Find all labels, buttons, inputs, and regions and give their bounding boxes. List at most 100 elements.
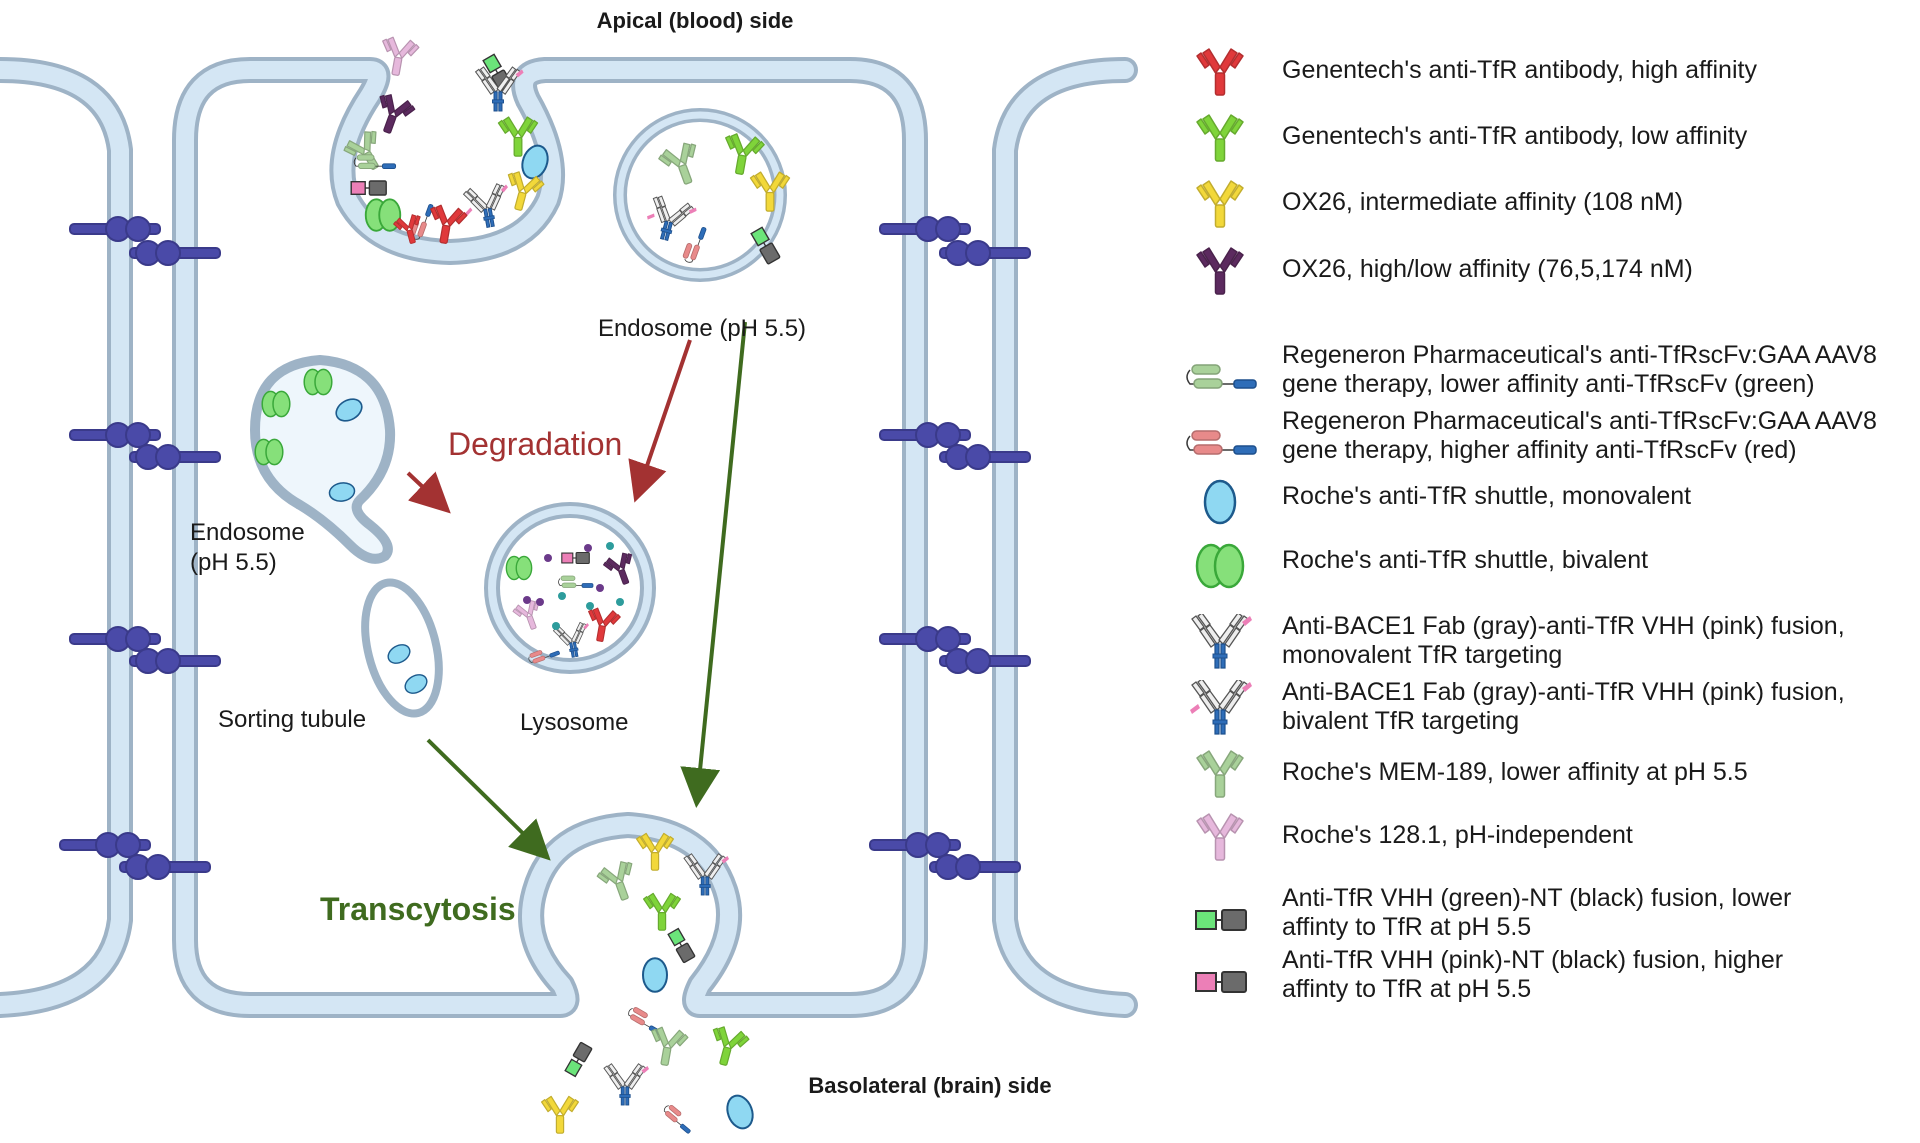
tight-junctions-right: [869, 216, 1031, 880]
shuttle-bivalent-icon: [303, 368, 333, 396]
shuttle-monovalent-icon: [1170, 468, 1270, 532]
tight-junctions-left: [59, 216, 221, 880]
legend-item-label: Roche's MEM-189, lower affinity at pH 5.…: [1282, 758, 1748, 787]
degradation-arrow-top: [628, 339, 692, 503]
shuttle-monovalent-icon: [521, 144, 549, 180]
scfv-red-icon: [1170, 409, 1270, 473]
scfv-red-icon: [663, 1104, 691, 1134]
legend-item-label-line: Regeneron Pharmaceutical's anti-TfRscFv:…: [1282, 407, 1877, 435]
legend-item-label: Regeneron Pharmaceutical's anti-TfRscFv:…: [1282, 341, 1877, 399]
shuttle-bivalent-icon: [254, 438, 284, 466]
shuttle-bivalent-icon: [261, 390, 291, 418]
legend-item-label-line: OX26, intermediate affinity (108 nM): [1282, 188, 1684, 216]
degradation-fragment: [552, 622, 560, 630]
junction-right-3: [879, 626, 1031, 674]
scfv-green-icon: [353, 154, 397, 170]
fab-vhh-monovalent-icon: [1170, 612, 1270, 678]
legend-item-label-line: Roche's anti-TfR shuttle, monovalent: [1282, 482, 1692, 510]
legend-item-label-line: Roche's 128.1, pH-independent: [1282, 821, 1633, 849]
antibody-yellow-icon: [749, 171, 791, 212]
legend-item-label: Roche's anti-TfR shuttle, monovalent: [1282, 482, 1691, 511]
legend-item-label: Genentech's anti-TfR antibody, high affi…: [1282, 56, 1757, 85]
endosome-top-label: Endosome (pH 5.5): [598, 315, 806, 342]
basolateral-label: Basolateral (brain) side: [808, 1073, 1051, 1098]
shuttle-monovalent-icon: [404, 674, 428, 694]
antibody-lightgreen-icon: [1170, 744, 1270, 808]
scfv-red-icon: [682, 227, 707, 263]
antibody-purple-icon: [603, 552, 633, 585]
shuttle-monovalent-icon: [335, 398, 363, 422]
legend-item-label-line: Roche's MEM-189, lower affinity at pH 5.…: [1282, 758, 1748, 786]
legend-item-label-line: Anti-BACE1 Fab (gray)-anti-TfR VHH (pink…: [1282, 612, 1845, 640]
antibody-purple-icon: [1170, 241, 1270, 305]
junction-left-3: [69, 626, 221, 674]
transcytosis-label: Transcytosis: [320, 891, 516, 927]
vhh-pink-nt-icon: [350, 180, 387, 196]
shuttle-monovalent-icon: [387, 644, 411, 664]
shuttle-bivalent-icon: [505, 555, 533, 581]
vhh-green-nt-icon: [667, 927, 696, 964]
antibody-green-icon: [712, 1026, 750, 1066]
endosome-cargo: [647, 133, 791, 265]
fab-vhh-bivalent-icon: [1170, 678, 1270, 744]
shuttle-bivalent-icon: [364, 198, 402, 232]
antibody-lightgreen-icon: [658, 142, 697, 185]
antibody-lightgreen-icon: [651, 1026, 689, 1066]
scfv-green-icon: [1170, 343, 1270, 407]
antibody-green-icon: [725, 133, 765, 175]
released-cargo: [540, 1007, 754, 1134]
antibody-yellow-icon: [635, 832, 675, 871]
vhh-pink-nt-icon: [561, 551, 590, 565]
sorting-tubule-cargo: [387, 644, 428, 694]
vhh-green-nt-icon: [564, 1041, 593, 1078]
antibody-lightpink-icon: [382, 36, 420, 76]
lysosome-cargo: [505, 542, 633, 664]
degradation-fragment: [544, 554, 552, 562]
legend-item-label-line: affinty to TfR at pH 5.5: [1282, 975, 1532, 1003]
legend-item-label: OX26, intermediate affinity (108 nM): [1282, 188, 1683, 217]
degradation-fragment: [616, 598, 624, 606]
legend-item-label-line: Anti-TfR VHH (pink)-NT (black) fusion, h…: [1282, 946, 1784, 974]
legend-item-label-line: Regeneron Pharmaceutical's anti-TfRscFv:…: [1282, 341, 1877, 369]
shuttle-bivalent-icon: [1170, 532, 1270, 596]
degradation-fragment: [586, 602, 594, 610]
basolateral-pit-cargo: [596, 832, 729, 993]
legend-item-label: Anti-BACE1 Fab (gray)-anti-TfR VHH (pink…: [1282, 678, 1845, 736]
antibody-red-icon: [1170, 42, 1270, 106]
junction-left-4: [59, 832, 211, 880]
left-neighbor-cell: [0, 57, 133, 1018]
legend-item-label-line: gene therapy, higher affinity anti-TfRsc…: [1282, 436, 1797, 464]
left-endosome-cargo: [254, 368, 363, 502]
legend-item-label-line: Genentech's anti-TfR antibody, low affin…: [1282, 122, 1748, 150]
antibody-purple-icon: [379, 94, 416, 134]
legend-item-label-line: gene therapy, lower affinity anti-TfRscF…: [1282, 370, 1815, 398]
sorting-tubule-label: Sorting tubule: [218, 706, 366, 733]
legend-item-label-line: Anti-TfR VHH (green)-NT (black) fusion, …: [1282, 884, 1792, 912]
fab-vhh-bivalent-icon: [462, 183, 508, 228]
antibody-yellow-icon: [1170, 174, 1270, 238]
endothelial-cell-membrane: [172, 57, 928, 1018]
legend-item-label-line: Genentech's anti-TfR antibody, high affi…: [1282, 56, 1757, 84]
endosome-left-label-1: Endosome: [190, 519, 305, 546]
transcytosis-arrow-left: [426, 738, 551, 861]
junction-right-2: [879, 422, 1031, 470]
legend-item-label-line: monovalent TfR targeting: [1282, 641, 1563, 669]
antibody-red-icon: [430, 204, 468, 244]
antibody-green-icon: [1170, 108, 1270, 172]
endosome-left-label-2: (pH 5.5): [190, 549, 277, 576]
fab-vhh-monovalent-icon: [552, 621, 589, 658]
fab-vhh-monovalent-icon: [603, 1063, 649, 1106]
degradation-fragment: [584, 544, 592, 552]
antibody-yellow-icon: [540, 1095, 580, 1134]
vhh-green-nt-icon: [1170, 886, 1270, 950]
vhh-green-nt-icon: [750, 226, 781, 265]
antibody-red-icon: [588, 607, 621, 642]
legend-item-label-line: bivalent TfR targeting: [1282, 707, 1520, 735]
junction-left-1: [69, 216, 221, 266]
legend-item-label: Regeneron Pharmaceutical's anti-TfRscFv:…: [1282, 407, 1877, 465]
legend-item-label: Anti-BACE1 Fab (gray)-anti-TfR VHH (pink…: [1282, 612, 1845, 670]
legend-item-label: Roche's 128.1, pH-independent: [1282, 821, 1633, 850]
junction-right-1: [879, 216, 1031, 266]
legend-item-label: Roche's anti-TfR shuttle, bivalent: [1282, 546, 1648, 575]
fab-vhh-bivalent-icon: [647, 195, 697, 242]
